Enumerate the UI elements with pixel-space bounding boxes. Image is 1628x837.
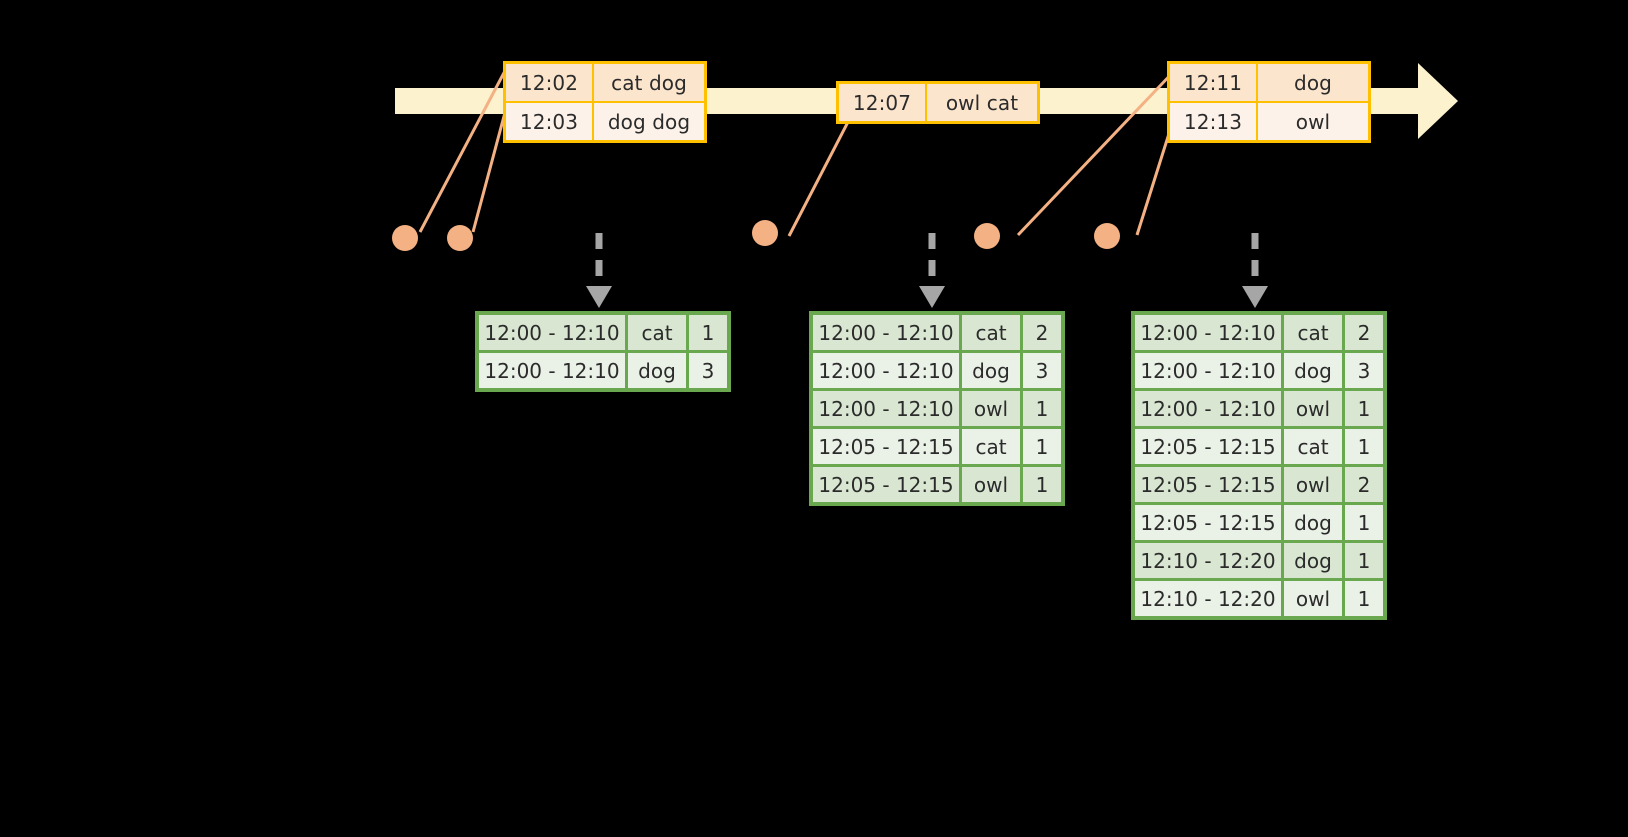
cell-window: 12:05 - 12:15: [1135, 505, 1281, 540]
event-marker-1213: [1094, 223, 1120, 249]
event-marker-1203: [447, 225, 473, 251]
event-group-2: 12:07 owl cat: [836, 81, 1040, 124]
event-values: dog: [1258, 64, 1368, 101]
cell-window: 12:05 - 12:15: [1135, 467, 1281, 502]
event-row: 12:02 cat dog: [506, 64, 704, 101]
cell-count: 2: [1345, 315, 1383, 350]
event-group-3: 12:11 dog 12:13 owl: [1167, 61, 1371, 143]
event-values: owl: [1258, 103, 1368, 140]
event-group-1: 12:02 cat dog 12:03 dog dog: [503, 61, 707, 143]
cell-count: 1: [1345, 581, 1383, 616]
cell-window: 12:00 - 12:10: [813, 353, 959, 388]
event-values: dog dog: [594, 103, 704, 140]
cell-key: dog: [1284, 353, 1342, 388]
cell-count: 3: [689, 353, 727, 388]
cell-key: owl: [1284, 467, 1342, 502]
cell-count: 1: [1023, 429, 1061, 464]
cell-key: dog: [962, 353, 1020, 388]
cell-window: 12:05 - 12:15: [813, 467, 959, 502]
event-row: 12:11 dog: [1170, 64, 1368, 101]
cell-window: 12:00 - 12:10: [1135, 391, 1281, 426]
cell-key: cat: [962, 429, 1020, 464]
event-marker-1211: [974, 223, 1000, 249]
cell-key: cat: [1284, 315, 1342, 350]
cell-key: owl: [1284, 581, 1342, 616]
cell-key: cat: [628, 315, 686, 350]
cell-window: 12:00 - 12:10: [479, 353, 625, 388]
cell-key: cat: [962, 315, 1020, 350]
event-row: 12:13 owl: [1170, 103, 1368, 140]
cell-count: 1: [1023, 391, 1061, 426]
cell-count: 3: [1023, 353, 1061, 388]
event-row: 12:03 dog dog: [506, 103, 704, 140]
event-values: owl cat: [927, 84, 1037, 121]
timeline-arrow-head: [1418, 63, 1458, 139]
cell-window: 12:05 - 12:15: [1135, 429, 1281, 464]
cell-count: 1: [1345, 505, 1383, 540]
cell-window: 12:10 - 12:20: [1135, 581, 1281, 616]
cell-window: 12:05 - 12:15: [813, 429, 959, 464]
event-time: 12:13: [1170, 103, 1256, 140]
event-time: 12:11: [1170, 64, 1256, 101]
cell-window: 12:00 - 12:10: [813, 391, 959, 426]
event-time: 12:02: [506, 64, 592, 101]
cell-window: 12:00 - 12:10: [479, 315, 625, 350]
cell-key: owl: [1284, 391, 1342, 426]
cell-key: owl: [962, 391, 1020, 426]
event-marker-1202: [392, 225, 418, 251]
cell-count: 1: [1023, 467, 1061, 502]
cell-count: 1: [1345, 543, 1383, 578]
cell-count: 2: [1023, 315, 1061, 350]
event-marker-1207: [752, 220, 778, 246]
event-time: 12:07: [839, 84, 925, 121]
cell-window: 12:00 - 12:10: [1135, 315, 1281, 350]
cell-key: owl: [962, 467, 1020, 502]
cell-window: 12:00 - 12:10: [1135, 353, 1281, 388]
cell-count: 1: [1345, 391, 1383, 426]
event-time: 12:03: [506, 103, 592, 140]
event-row: 12:07 owl cat: [839, 84, 1037, 121]
event-values: cat dog: [594, 64, 704, 101]
cell-key: dog: [1284, 543, 1342, 578]
cell-window: 12:00 - 12:10: [813, 315, 959, 350]
cell-count: 2: [1345, 467, 1383, 502]
cell-key: cat: [1284, 429, 1342, 464]
cell-count: 1: [689, 315, 727, 350]
cell-count: 1: [1345, 429, 1383, 464]
cell-key: dog: [1284, 505, 1342, 540]
cell-count: 3: [1345, 353, 1383, 388]
cell-window: 12:10 - 12:20: [1135, 543, 1281, 578]
cell-key: dog: [628, 353, 686, 388]
